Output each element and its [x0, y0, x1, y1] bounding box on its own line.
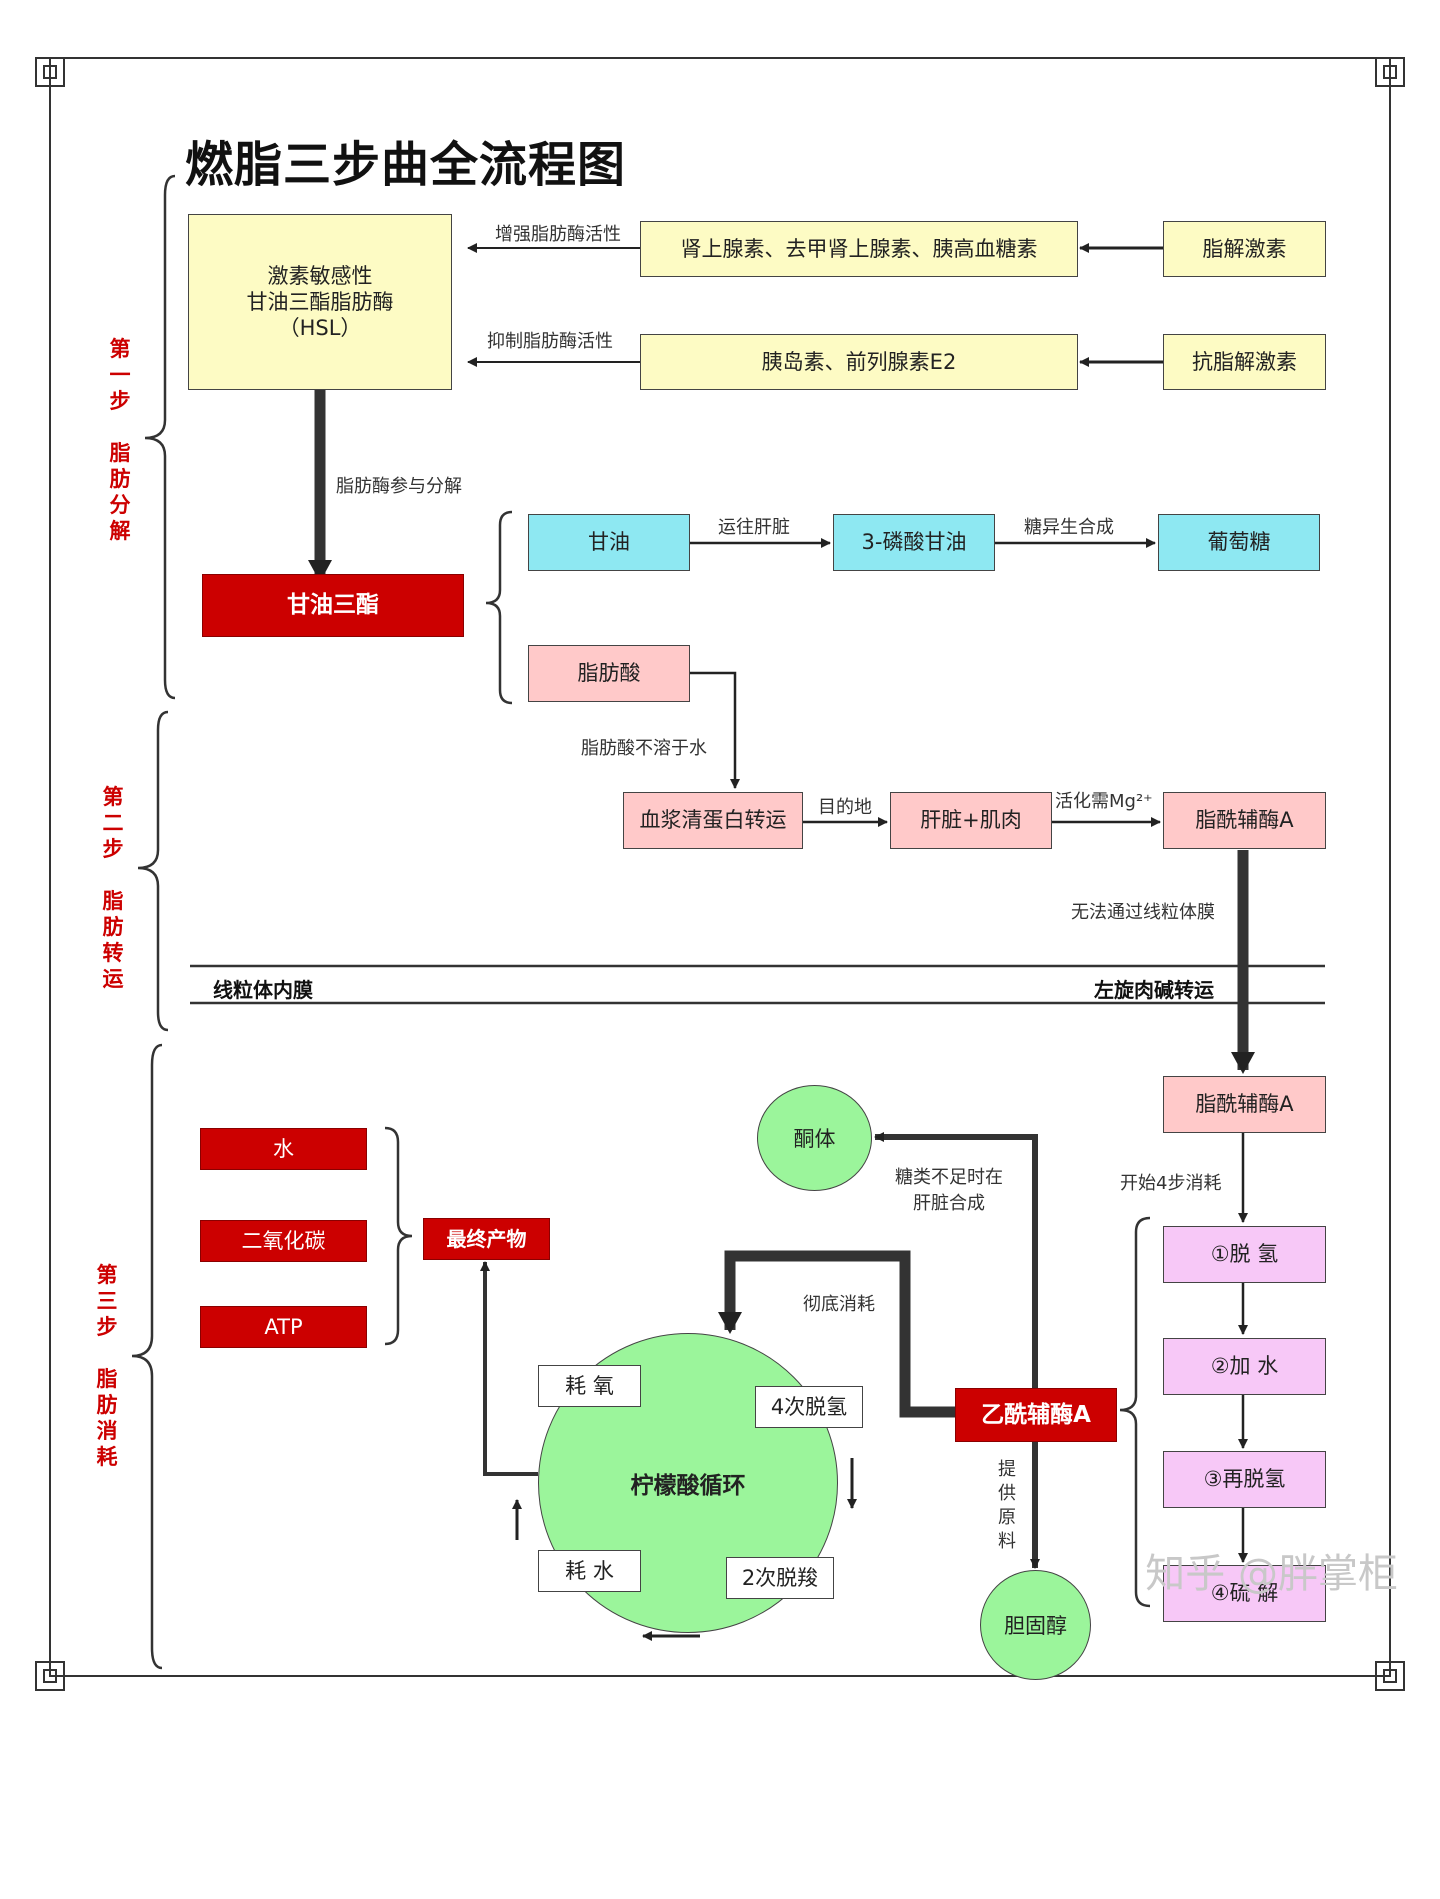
brace-products	[384, 1126, 413, 1346]
step-one-label: 第 一 步 脂 肪 分 解	[109, 337, 131, 543]
dehydrogenation-step: ①脱 氢	[1163, 1226, 1326, 1283]
acyl-coa-node-outer: 脂酰辅酶A	[1163, 792, 1326, 849]
ketone-body-node: 酮体	[757, 1085, 872, 1191]
hydration-step: ②加 水	[1163, 1338, 1326, 1395]
consume-label: 彻底消耗	[803, 1294, 875, 1315]
brace-glycerol-fa	[485, 510, 513, 705]
liver-muscle-node: 肝脏+肌肉	[890, 792, 1052, 849]
provide-material-label: 提 供 原 料	[998, 1459, 1016, 1552]
carbon-dioxide-product: 二氧化碳	[200, 1220, 367, 1262]
start-four-steps-label: 开始4步消耗	[1120, 1173, 1222, 1194]
adrenaline-node: 肾上腺素、去甲肾上腺素、胰高血糖素	[640, 221, 1078, 277]
atp-product: ATP	[200, 1306, 367, 1348]
step-braces	[131, 174, 176, 1670]
page-title: 燃脂三步曲全流程图	[185, 137, 627, 193]
insulin-node: 胰岛素、前列腺素E2	[640, 334, 1078, 390]
inhibit-label: 抑制脂肪酶活性	[487, 331, 613, 352]
no-pass-label: 无法通过线粒体膜	[1071, 902, 1215, 923]
glycerol-node: 甘油	[528, 514, 690, 571]
destination-label: 目的地	[818, 797, 872, 818]
enhance-label: 增强脂肪酶活性	[495, 224, 621, 245]
brace-four-steps	[1119, 1216, 1151, 1608]
watermark: 知乎 @胖掌柜	[1145, 1551, 1398, 1597]
hsl-node: 激素敏感性 甘油三酯脂肪酶 （HSL）	[188, 214, 452, 390]
fatty-acid-node: 脂肪酸	[528, 645, 690, 702]
antilipolytic-hormone-node: 抗脂解激素	[1163, 334, 1326, 390]
sugar-low-label: 糖类不足时在 肝脏合成	[895, 1167, 1003, 1214]
participate-label: 脂肪酶参与分解	[336, 476, 462, 497]
albumin-transport-node: 血浆清蛋白转运	[623, 792, 803, 849]
gluconeogenesis-label: 糖异生合成	[1024, 517, 1114, 538]
glucose-node: 葡萄糖	[1158, 514, 1320, 571]
final-product-node: 最终产物	[423, 1218, 550, 1260]
step-two-label: 第 二 步 脂 肪 转 运	[102, 785, 124, 991]
glycerol-3-phosphate-node: 3-磷酸甘油	[833, 514, 995, 571]
activate-label: 活化需Mg²⁺	[1055, 791, 1153, 812]
insoluble-label: 脂肪酸不溶于水	[581, 738, 707, 759]
carnitine-label: 左旋肉碱转运	[1094, 978, 1214, 1002]
water-product: 水	[200, 1128, 367, 1170]
triglyceride-node: 甘油三酯	[202, 574, 464, 637]
two-decarboxylation-tag: 2次脱羧	[726, 1557, 834, 1599]
lipolytic-hormone-node: 脂解激素	[1163, 221, 1326, 277]
inner-membrane-label: 线粒体内膜	[213, 978, 313, 1002]
water-consumption-tag: 耗 水	[538, 1550, 641, 1592]
step-three-label: 第 三 步 脂 肪 消 耗	[96, 1263, 118, 1469]
page-frame	[35, 57, 1405, 1691]
acetyl-coa-node: 乙酰辅酶A	[955, 1388, 1117, 1442]
acyl-coa-node-inner: 脂酰辅酶A	[1163, 1076, 1326, 1133]
four-dehydrogenation-tag: 4次脱氢	[755, 1386, 863, 1428]
to-liver-label: 运往肝脏	[718, 517, 790, 538]
cholesterol-node: 胆固醇	[980, 1570, 1091, 1680]
oxygen-consumption-tag: 耗 氧	[538, 1365, 641, 1407]
thiolysis-step: ④硫 解	[1163, 1565, 1326, 1622]
re-dehydrogenation-step: ③再脱氢	[1163, 1451, 1326, 1508]
